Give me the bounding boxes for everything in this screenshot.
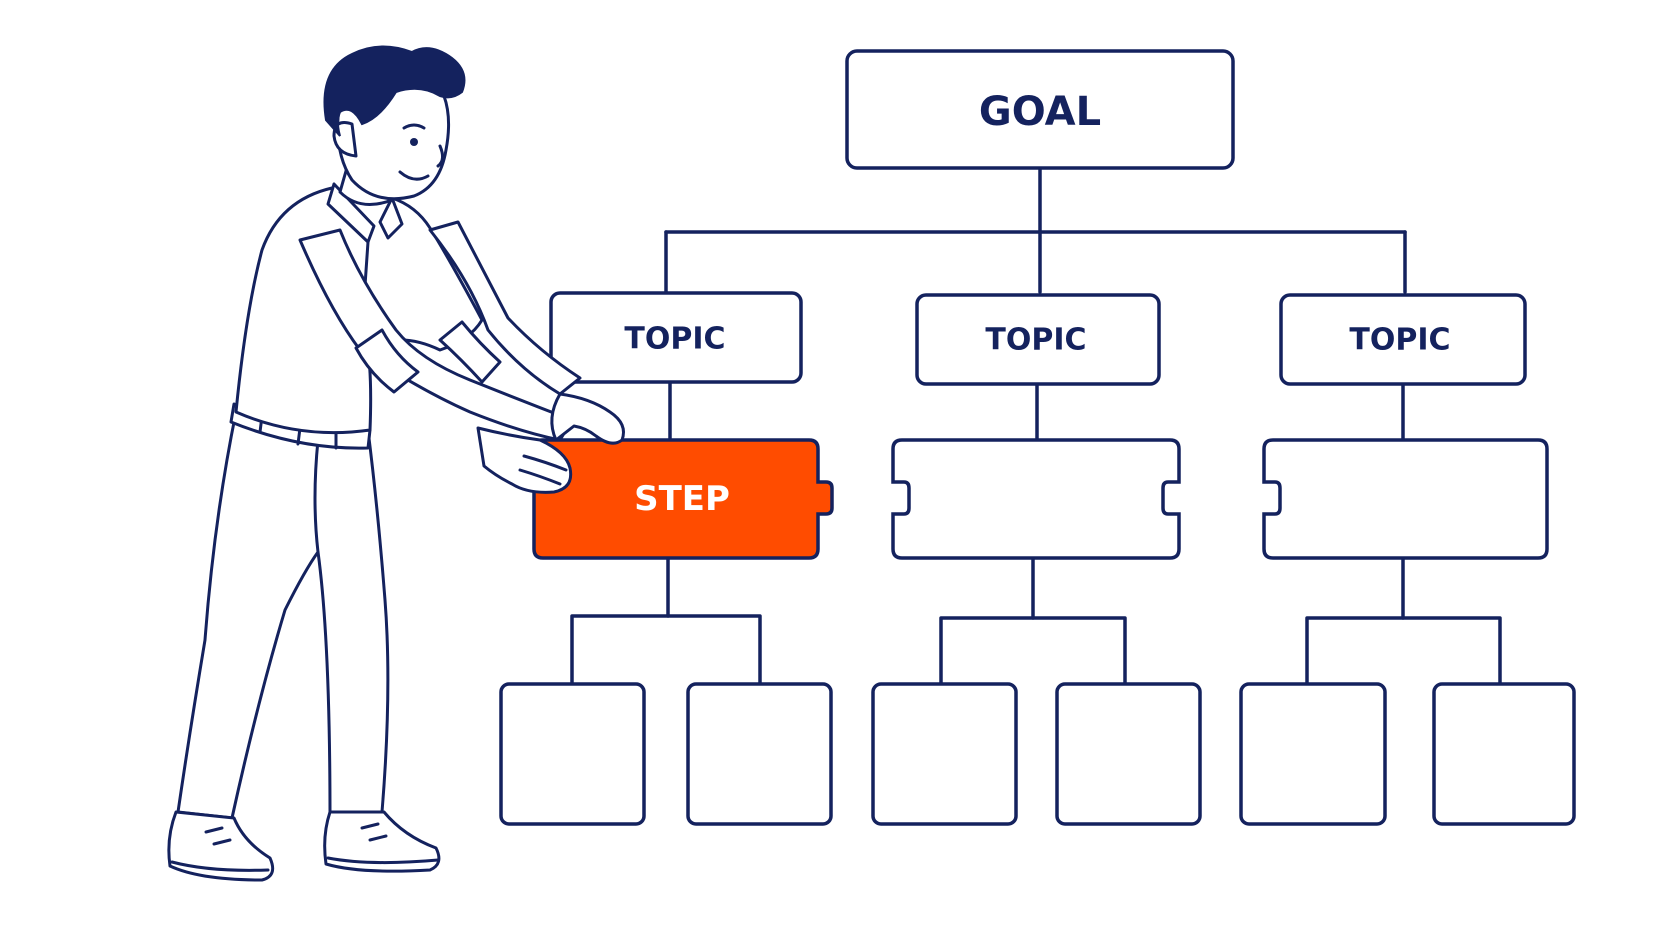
person-smile	[398, 170, 430, 181]
person-eye	[410, 138, 418, 146]
person-hand-front	[476, 426, 573, 494]
topic-label-2: TOPIC	[985, 323, 1086, 358]
leaf-boxes	[499, 682, 1576, 826]
leaf-box-3b	[1432, 682, 1576, 826]
person-trousers	[176, 410, 390, 820]
person-hand-top	[550, 392, 625, 445]
topic-node-1: TOPIC	[549, 291, 803, 384]
goal-node: GOAL	[845, 49, 1235, 170]
person-hair	[323, 45, 466, 137]
person-collar-right	[378, 196, 404, 240]
connectors	[570, 166, 1502, 686]
step-block-3	[1262, 438, 1549, 560]
connector-leaf-bar-3	[1305, 616, 1502, 686]
step-label: STEP	[634, 479, 730, 519]
person-fingers	[518, 454, 568, 486]
topic-label-1: TOPIC	[624, 322, 725, 357]
person-cuff-front	[438, 320, 502, 384]
goal-label: GOAL	[979, 89, 1101, 135]
person-figure: STEP	[167, 45, 834, 882]
connector-leaf-bar-2	[939, 616, 1127, 686]
step-block-2	[891, 438, 1181, 560]
topic-node-3: TOPIC	[1279, 293, 1527, 386]
step-node-3	[1262, 438, 1549, 560]
topic-node-2: TOPIC	[915, 293, 1161, 386]
person-shoe-left-laces	[170, 826, 270, 872]
leaf-box-2a	[871, 682, 1018, 826]
goal-box	[845, 49, 1235, 170]
topic-box-3	[1279, 293, 1527, 386]
person-shoe-right-laces	[326, 822, 440, 865]
person-trouser-seam	[313, 438, 320, 554]
person-arm-front	[428, 220, 582, 396]
leaf-box-2b	[1055, 682, 1202, 826]
topic-label-3: TOPIC	[1349, 323, 1450, 358]
person-shoe-right	[323, 810, 441, 873]
person-eyebrow	[402, 123, 426, 130]
topic-box-1	[549, 291, 803, 384]
step-block-1[interactable]	[532, 438, 834, 560]
step-node-2	[891, 438, 1181, 560]
person-nose	[436, 144, 445, 168]
person-cuff-back	[354, 328, 420, 394]
person-shoe-left	[167, 810, 275, 882]
leaf-box-3a	[1239, 682, 1387, 826]
connector-leaf-bar-1	[570, 614, 762, 686]
topic-box-2	[915, 293, 1161, 386]
leaf-box-1a	[499, 682, 646, 826]
leaf-box-1b	[686, 682, 833, 826]
step-node-1[interactable]: STEP	[532, 438, 834, 560]
